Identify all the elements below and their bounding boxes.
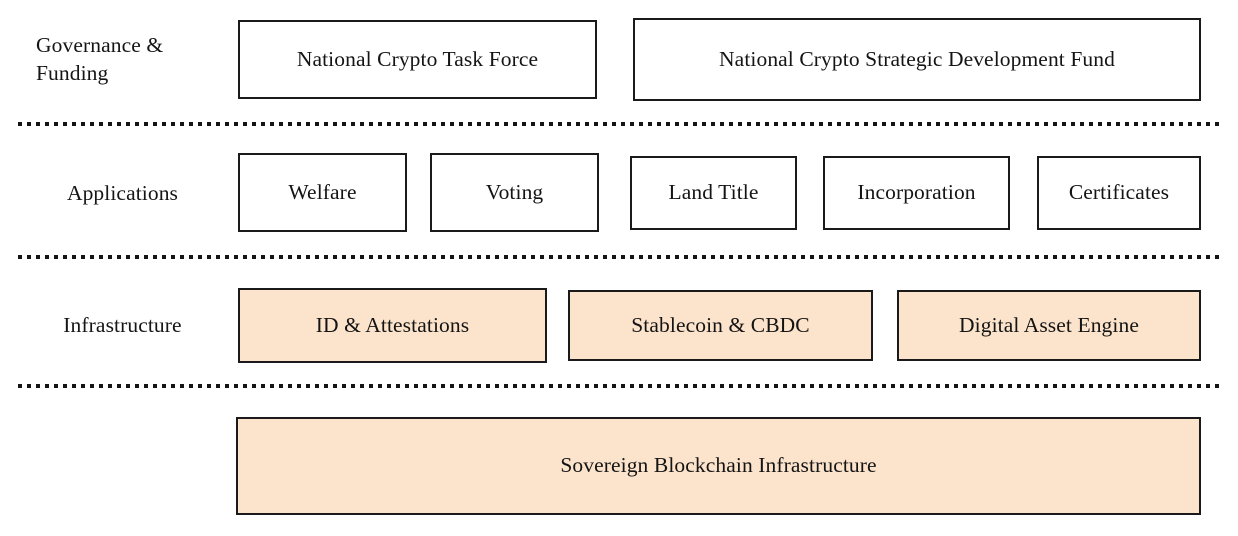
node-sovereign-blockchain-infrastructure[interactable]: Sovereign Blockchain Infrastructure <box>236 417 1201 515</box>
node-land-title[interactable]: Land Title <box>630 156 797 230</box>
node-welfare[interactable]: Welfare <box>238 153 407 232</box>
node-voting[interactable]: Voting <box>430 153 599 232</box>
row-label-applications: Applications <box>66 180 179 205</box>
separator-infrastructure-base <box>18 384 1223 388</box>
separator-applications-infrastructure <box>18 255 1223 259</box>
node-digital-asset-engine[interactable]: Digital Asset Engine <box>897 290 1201 361</box>
node-national-crypto-strategic-development-fund[interactable]: National Crypto Strategic Development Fu… <box>633 18 1201 101</box>
separator-governance-applications <box>18 122 1223 126</box>
node-certificates[interactable]: Certificates <box>1037 156 1201 230</box>
node-id-attestations[interactable]: ID & Attestations <box>238 288 547 363</box>
row-label-governance-funding: Governance & Funding <box>36 32 164 85</box>
node-stablecoin-cbdc[interactable]: Stablecoin & CBDC <box>568 290 873 361</box>
node-national-crypto-task-force[interactable]: National Crypto Task Force <box>238 20 597 99</box>
row-label-infrastructure: Infrastructure <box>63 312 182 337</box>
node-incorporation[interactable]: Incorporation <box>823 156 1010 230</box>
